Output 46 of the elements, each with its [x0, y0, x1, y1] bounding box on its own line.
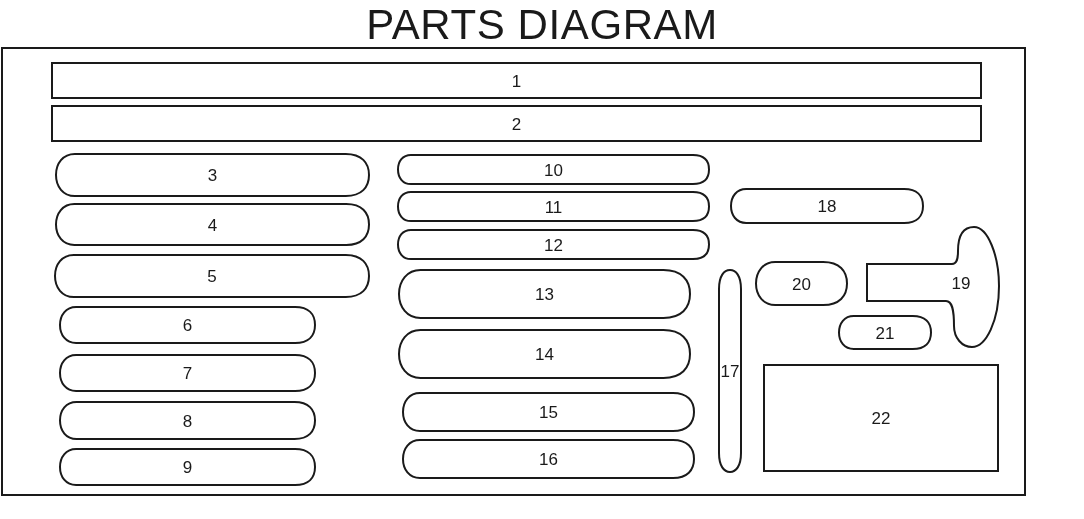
part-number: 10: [544, 161, 563, 178]
part-number: 9: [182, 458, 193, 476]
diagram-frame: [1, 47, 1026, 496]
capsule-part: [402, 392, 695, 432]
part-number: 18: [817, 197, 837, 215]
capsule-part: [59, 401, 316, 440]
part-number: 13: [535, 285, 554, 303]
capsule-part: [398, 329, 691, 379]
capsule-part: [55, 203, 370, 246]
part-number: 11: [544, 198, 563, 215]
capsule-part: [54, 254, 370, 298]
capsule-part: [397, 191, 710, 222]
part-number: 3: [207, 166, 218, 184]
part-number: 12: [544, 236, 563, 253]
capsule-part: [730, 188, 924, 224]
capsule-part: [55, 153, 370, 197]
part-number: 15: [539, 403, 558, 421]
capsule-part: [397, 154, 710, 185]
part-number: 22: [871, 409, 891, 427]
capsule-part: [59, 448, 316, 486]
diagram-title: PARTS DIAGRAM: [366, 3, 718, 48]
part-number: 19: [951, 274, 971, 292]
capsule-part: [718, 269, 742, 473]
part-number: 2: [511, 115, 522, 132]
capsule-part: [397, 229, 710, 260]
part-number: 20: [792, 275, 811, 292]
capsule-part: [755, 261, 848, 306]
capsule-part: [402, 439, 695, 479]
part-number: 7: [182, 364, 193, 382]
part-number: 21: [875, 324, 895, 341]
part-number: 17: [720, 362, 740, 380]
capsule-part: [59, 354, 316, 392]
part-number: 4: [207, 216, 218, 233]
part-number: 1: [511, 72, 522, 89]
capsule-part: [59, 306, 316, 344]
rectangular-part: [763, 364, 999, 472]
capsule-part: [838, 315, 932, 350]
t-shaped-part: [866, 226, 1000, 348]
capsule-part: [398, 269, 691, 319]
part-number: 8: [182, 412, 193, 429]
rectangular-part: [51, 62, 982, 99]
part-number: 6: [182, 316, 193, 334]
part-number: 5: [207, 267, 217, 285]
part-number: 14: [535, 345, 554, 363]
part-number: 16: [539, 450, 558, 468]
rectangular-part: [51, 105, 982, 142]
